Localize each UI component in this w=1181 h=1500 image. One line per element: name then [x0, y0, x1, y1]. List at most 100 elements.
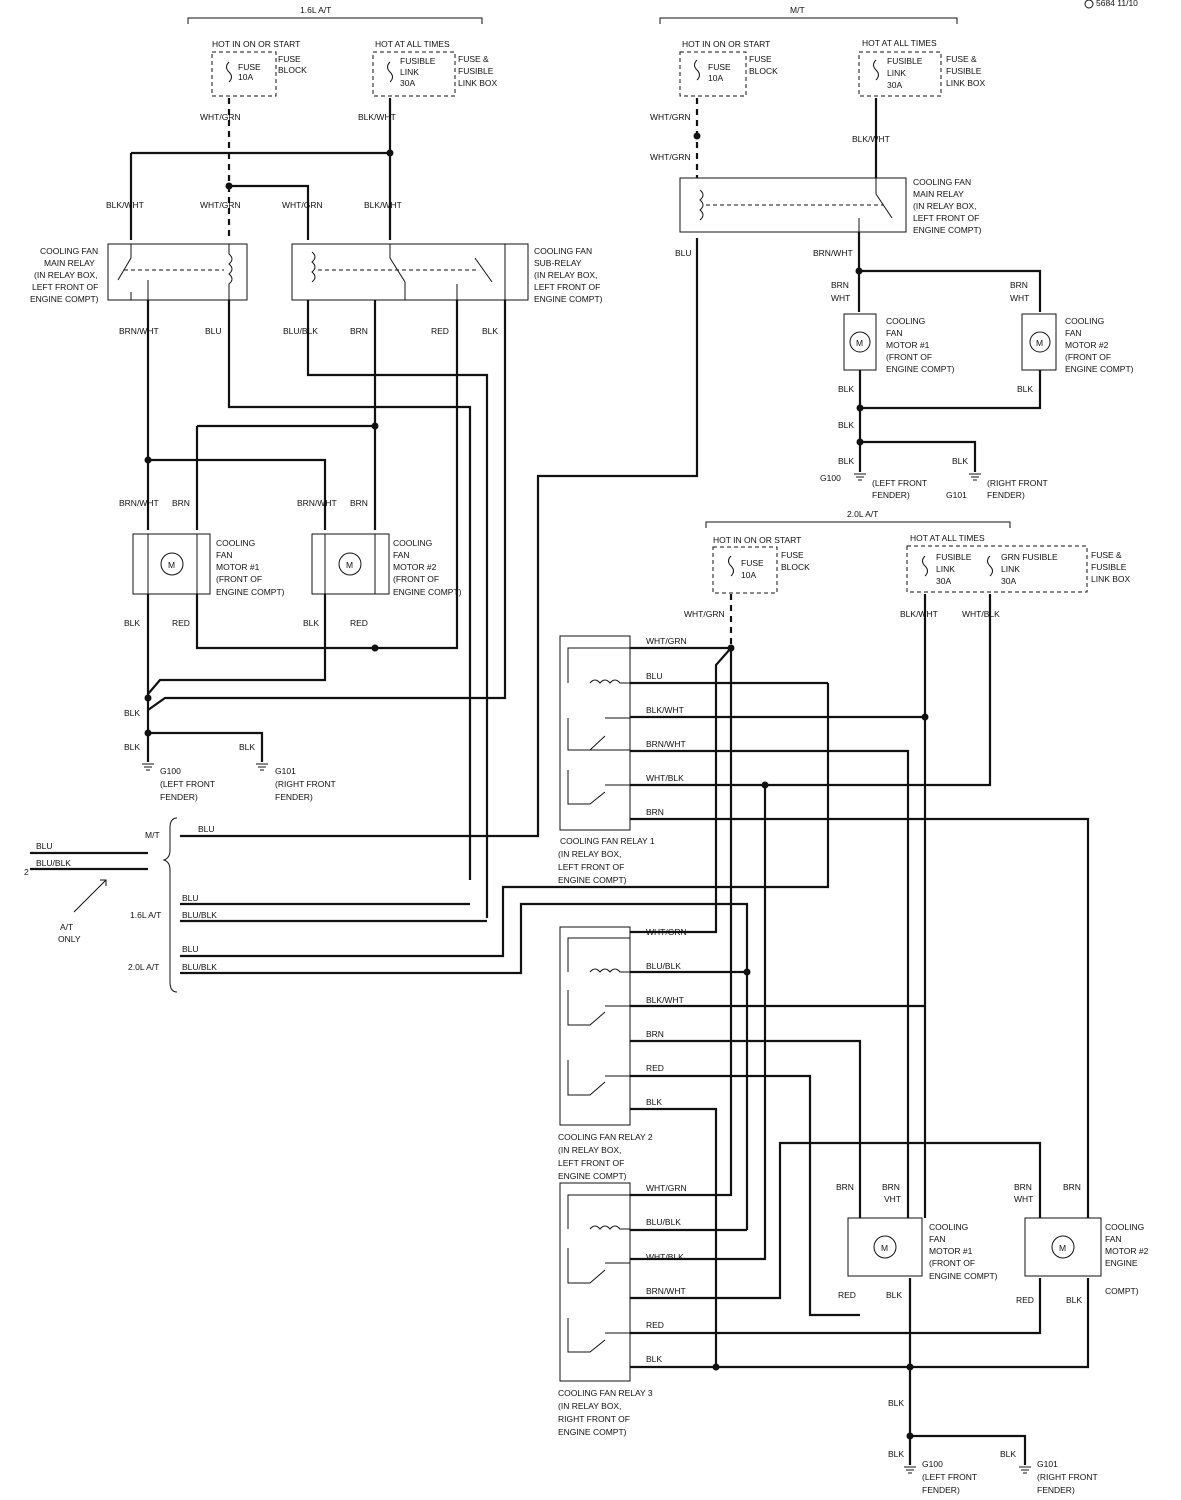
svg-text:2.0L A/T: 2.0L A/T — [128, 962, 159, 972]
svg-text:RED: RED — [350, 618, 368, 628]
relay-coil-icon — [228, 244, 233, 300]
svg-text:M/T: M/T — [145, 830, 160, 840]
ground-icon — [904, 1466, 916, 1474]
svg-text:BRN: BRN — [646, 807, 664, 817]
svg-text:BLK: BLK — [303, 618, 319, 628]
fuse-10a-box — [712, 546, 778, 594]
section-2-0l-at: HOT IN ON OR START FUSE 10A FUSE BLOCK H… — [558, 533, 1149, 1495]
svg-text:WHT: WHT — [1014, 1194, 1033, 1204]
svg-text:(IN RELAY BOX,: (IN RELAY BOX, — [34, 270, 97, 280]
hot-all-label: HOT AT ALL TIMES — [910, 533, 985, 543]
svg-text:LINK BOX: LINK BOX — [946, 78, 986, 88]
svg-text:(LEFT FRONT: (LEFT FRONT — [160, 779, 215, 789]
svg-text:LINK: LINK — [1001, 564, 1020, 574]
svg-text:ENGINE COMPT): ENGINE COMPT) — [558, 1171, 627, 1181]
hot-run-label: HOT IN ON OR START — [682, 39, 770, 49]
svg-text:WHT/BLK: WHT/BLK — [962, 609, 1000, 619]
svg-text:BLK: BLK — [1000, 1449, 1016, 1459]
svg-text:BLU/BLK: BLU/BLK — [646, 1217, 681, 1227]
svg-text:BLU: BLU — [182, 944, 199, 954]
svg-text:M: M — [856, 338, 863, 348]
svg-text:FENDER): FENDER) — [987, 490, 1025, 500]
svg-text:FAN: FAN — [393, 550, 410, 560]
cooling-fan-relay-1 — [559, 635, 631, 831]
svg-text:FUSIBLE: FUSIBLE — [458, 66, 494, 76]
svg-text:M: M — [881, 1243, 888, 1253]
svg-text:BLU: BLU — [36, 841, 53, 851]
svg-text:LINK: LINK — [887, 68, 906, 78]
fuse-10a-box — [211, 51, 277, 97]
svg-text:BLU: BLU — [205, 326, 222, 336]
svg-text:(RIGHT FRONT: (RIGHT FRONT — [987, 478, 1048, 488]
svg-text:(LEFT FRONT: (LEFT FRONT — [872, 478, 927, 488]
cooling-fan-main-relay — [107, 243, 248, 301]
svg-text:BLU/BLK: BLU/BLK — [36, 858, 71, 868]
svg-text:BRN: BRN — [831, 280, 849, 290]
svg-text:(IN RELAY BOX,: (IN RELAY BOX, — [558, 1401, 621, 1411]
svg-text:BLOCK: BLOCK — [781, 562, 810, 572]
ground-icon — [969, 473, 981, 481]
svg-text:(IN RELAY BOX,: (IN RELAY BOX, — [558, 849, 621, 859]
svg-text:COOLING FAN RELAY 2: COOLING FAN RELAY 2 — [558, 1132, 653, 1142]
motor-icon — [873, 1235, 897, 1259]
svg-text:COOLING: COOLING — [929, 1222, 968, 1232]
figure-number: 5684 11/10 — [1096, 0, 1138, 8]
svg-text:RED: RED — [172, 618, 190, 628]
svg-text:FUSIBLE: FUSIBLE — [936, 552, 972, 562]
svg-text:BLOCK: BLOCK — [278, 65, 307, 75]
svg-text:LEFT FRONT OF: LEFT FRONT OF — [558, 862, 624, 872]
svg-text:WHT: WHT — [831, 293, 850, 303]
svg-text:ENGINE COMPT): ENGINE COMPT) — [558, 875, 627, 885]
svg-text:ENGINE COMPT): ENGINE COMPT) — [886, 364, 955, 374]
svg-text:GRN FUSIBLE: GRN FUSIBLE — [1001, 552, 1058, 562]
svg-text:BRN/WHT: BRN/WHT — [297, 498, 337, 508]
svg-text:M/T: M/T — [790, 5, 805, 15]
cooling-fan-motor-1-2-0l — [847, 1217, 923, 1277]
svg-text:BLK: BLK — [482, 326, 498, 336]
svg-text:BLU: BLU — [646, 671, 663, 681]
fuse-10a-box — [679, 51, 747, 97]
svg-text:MAIN RELAY: MAIN RELAY — [913, 189, 964, 199]
svg-text:WHT/GRN: WHT/GRN — [650, 112, 691, 122]
svg-text:G101: G101 — [946, 490, 967, 500]
svg-text:ENGINE COMPT): ENGINE COMPT) — [534, 294, 603, 304]
svg-text:ENGINE COMPT): ENGINE COMPT) — [929, 1271, 998, 1281]
svg-text:(FRONT OF: (FRONT OF — [886, 352, 932, 362]
svg-text:(IN RELAY BOX,: (IN RELAY BOX, — [558, 1145, 621, 1155]
svg-text:BLK: BLK — [886, 1290, 902, 1300]
svg-text:FENDER): FENDER) — [160, 792, 198, 802]
svg-text:ENGINE COMPT): ENGINE COMPT) — [1065, 364, 1134, 374]
svg-text:BLK: BLK — [838, 384, 854, 394]
svg-text:(FRONT OF: (FRONT OF — [1065, 352, 1111, 362]
svg-text:FENDER): FENDER) — [872, 490, 910, 500]
svg-text:WHT/GRN: WHT/GRN — [200, 112, 241, 122]
svg-text:RED: RED — [431, 326, 449, 336]
svg-text:FAN: FAN — [1065, 328, 1082, 338]
svg-text:ENGINE COMPT): ENGINE COMPT) — [558, 1427, 627, 1437]
svg-text:BRN: BRN — [1063, 1182, 1081, 1192]
svg-text:BLK: BLK — [646, 1097, 662, 1107]
svg-text:(IN RELAY BOX,: (IN RELAY BOX, — [913, 201, 976, 211]
svg-text:BLK/WHT: BLK/WHT — [106, 200, 144, 210]
motor-icon — [849, 331, 871, 353]
svg-text:WHT: WHT — [1010, 293, 1029, 303]
svg-text:ENGINE: ENGINE — [1105, 1258, 1138, 1268]
svg-text:BLOCK: BLOCK — [749, 66, 778, 76]
svg-text:BLK: BLK — [239, 742, 255, 752]
section-1-6l-at: HOT IN ON OR START FUSE 10A FUSE BLOCK H… — [30, 39, 603, 918]
svg-text:(FRONT OF: (FRONT OF — [929, 1258, 975, 1268]
arrow-icon — [73, 879, 107, 913]
svg-text:BLK/WHT: BLK/WHT — [900, 609, 938, 619]
svg-text:WHT/BLK: WHT/BLK — [646, 1252, 684, 1262]
svg-text:MOTOR #2: MOTOR #2 — [393, 562, 437, 572]
svg-text:MOTOR #2: MOTOR #2 — [1065, 340, 1109, 350]
svg-text:30A: 30A — [936, 576, 951, 586]
svg-text:G100: G100 — [820, 473, 841, 483]
svg-text:LEFT FRONT OF: LEFT FRONT OF — [913, 213, 979, 223]
svg-text:FUSE &: FUSE & — [946, 54, 977, 64]
svg-text:BLK: BLK — [888, 1398, 904, 1408]
ground-icon — [1019, 1466, 1031, 1474]
svg-text:2.0L A/T: 2.0L A/T — [847, 509, 878, 519]
svg-text:BLK/WHT: BLK/WHT — [646, 995, 684, 1005]
svg-text:LINK: LINK — [936, 564, 955, 574]
